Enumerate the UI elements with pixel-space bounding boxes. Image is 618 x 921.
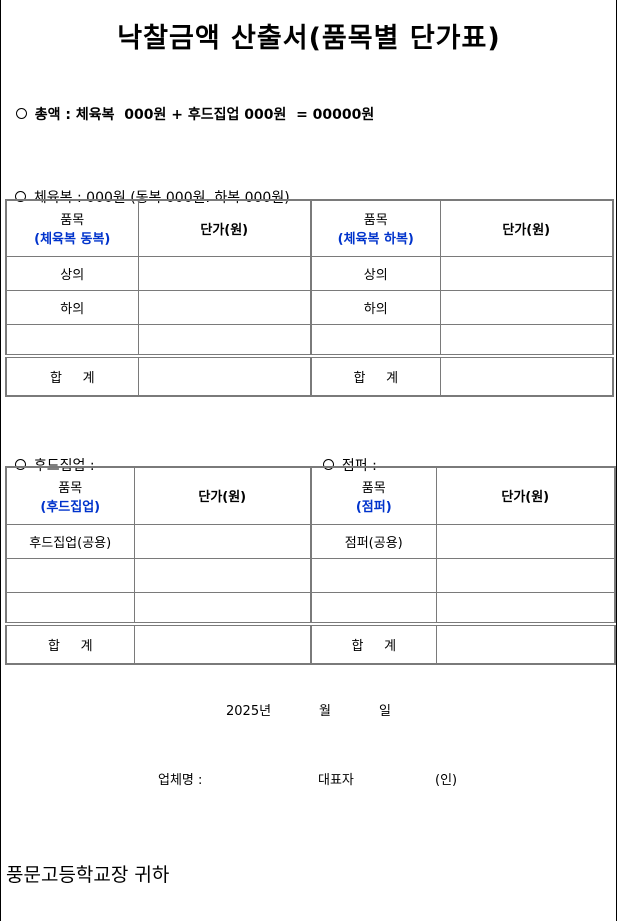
page-right-border: [616, 0, 617, 921]
total-price-cell[interactable]: [439, 354, 614, 397]
item-cell: 상의: [5, 255, 139, 291]
date-day: 일: [379, 704, 391, 719]
item-cell: 점퍼(공용): [310, 523, 437, 559]
document-title: 낙찰금액 산출서(품목별 단가표): [117, 23, 501, 54]
price-cell[interactable]: [435, 591, 616, 625]
table-header-row: 품목 (체육복 동복) 단가(원) 품목 (체육복 하복) 단가(원): [5, 199, 614, 257]
header-item-jumper: 품목 (점퍼): [310, 466, 437, 525]
header-item-hood: 품목 (후드집업): [5, 466, 135, 525]
total-amount-line: 총액 : 체육복 000원 + 후드집업 000원 = 00000원: [6, 88, 374, 124]
hood-jumper-price-table: 품목 (후드집업) 단가(원) 품목 (점퍼) 단가(원) 후드집업(공용) 점퍼(…: [5, 466, 616, 665]
header-price: 단가(원): [137, 199, 312, 257]
header-label: 품목: [60, 213, 85, 229]
item-cell: 상의: [310, 255, 441, 291]
total-label: 합 계: [5, 622, 135, 665]
table-row: [5, 557, 616, 593]
total-label: 합 계: [5, 354, 139, 397]
company-name-label: 업체명 :: [158, 773, 203, 788]
page-left-border: [0, 0, 1, 921]
header-label: 품목: [363, 213, 388, 229]
item-cell: [5, 323, 139, 357]
table-row: 하의 하의: [5, 289, 614, 325]
item-cell: 하의: [310, 289, 441, 325]
representative-label: 대표자: [318, 773, 354, 788]
item-cell: 하의: [5, 289, 139, 325]
header-price: 단가(원): [439, 199, 614, 257]
price-cell[interactable]: [137, 255, 312, 291]
total-amount-text: 총액 : 체육복 000원 + 후드집업 000원 = 00000원: [34, 107, 375, 123]
item-cell: [310, 323, 441, 357]
price-cell[interactable]: [133, 591, 312, 625]
price-cell[interactable]: [137, 323, 312, 357]
item-cell: [5, 557, 135, 593]
header-label: 품목: [361, 480, 386, 496]
table-row: [5, 591, 616, 625]
table-row: 상의 상의: [5, 255, 614, 291]
header-label: 품목: [58, 480, 83, 496]
item-cell: [310, 557, 437, 593]
header-price: 단가(원): [435, 466, 616, 525]
price-cell[interactable]: [439, 289, 614, 325]
seal-mark: (인): [435, 773, 458, 788]
date-year: 2025년: [226, 704, 272, 719]
item-cell: 후드집업(공용): [5, 523, 135, 559]
total-price-cell[interactable]: [137, 354, 312, 397]
price-cell[interactable]: [439, 323, 614, 357]
price-cell[interactable]: [435, 523, 616, 559]
price-cell[interactable]: [137, 289, 312, 325]
total-row: 합 계 합 계: [5, 622, 616, 665]
table-header-row: 품목 (후드집업) 단가(원) 품목 (점퍼) 단가(원): [5, 466, 616, 525]
header-sublabel: (후드집업): [40, 499, 101, 515]
total-row: 합 계 합 계: [5, 354, 614, 397]
total-price-cell[interactable]: [435, 622, 616, 665]
header-item-summer: 품목 (체육복 하복): [310, 199, 441, 257]
header-price: 단가(원): [133, 466, 312, 525]
header-sublabel: (점퍼): [355, 499, 392, 515]
circle-bullet-icon: [15, 107, 27, 119]
price-cell[interactable]: [133, 557, 312, 593]
total-price-cell[interactable]: [133, 622, 312, 665]
date-month: 월: [319, 704, 331, 719]
table-row: [5, 323, 614, 357]
total-label: 합 계: [310, 354, 441, 397]
addressee-line: 풍문고등학교장 귀하: [6, 864, 170, 886]
gym-price-table: 품목 (체육복 동복) 단가(원) 품목 (체육복 하복) 단가(원) 상의 상의 …: [5, 199, 614, 397]
header-sublabel: (체육복 하복): [337, 232, 414, 248]
total-label: 합 계: [310, 622, 437, 665]
price-cell[interactable]: [133, 523, 312, 559]
price-cell[interactable]: [435, 557, 616, 593]
table-row: 후드집업(공용) 점퍼(공용): [5, 523, 616, 559]
header-sublabel: (체육복 동복): [34, 232, 111, 248]
header-item-winter: 품목 (체육복 동복): [5, 199, 139, 257]
item-cell: [5, 591, 135, 625]
item-cell: [310, 591, 437, 625]
price-cell[interactable]: [439, 255, 614, 291]
